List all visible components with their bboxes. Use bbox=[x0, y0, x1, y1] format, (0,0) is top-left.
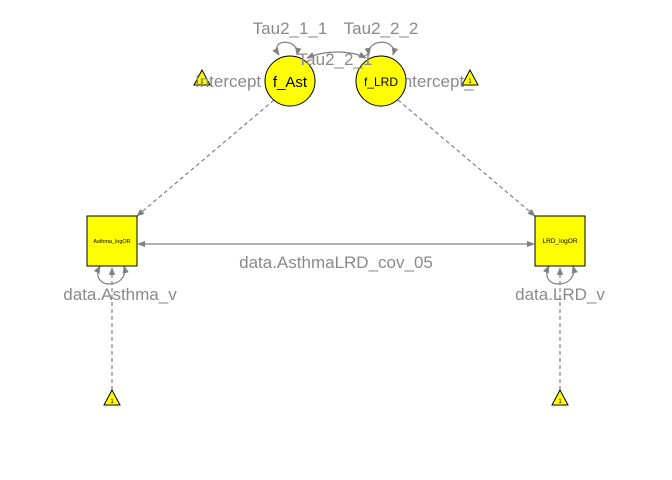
latent-covariance-edge bbox=[306, 51, 367, 59]
variance-label-lrd: data.LRD_v bbox=[515, 285, 605, 304]
intercept-triangle-left: 1 bbox=[193, 68, 211, 86]
variance-label-asthma: data.Asthma_v bbox=[63, 285, 177, 304]
variance-loop-f-ast bbox=[272, 41, 302, 56]
svg-text:LRD_logOR: LRD_logOR bbox=[542, 238, 577, 245]
svg-text:1: 1 bbox=[468, 79, 472, 85]
variance-label-f-ast: Tau2_1_1 bbox=[253, 19, 328, 38]
svg-text:f_LRD: f_LRD bbox=[364, 75, 398, 89]
svg-text:1: 1 bbox=[110, 399, 114, 405]
variance-loop-lrd bbox=[542, 265, 578, 285]
svg-text:1: 1 bbox=[200, 79, 204, 85]
variance-loop-asthma bbox=[93, 265, 129, 285]
observed-covariance-label-bg bbox=[232, 252, 442, 272]
variance-label-f-lrd: Tau2_2_2 bbox=[344, 19, 419, 38]
latent-node-f-lrd: f_LRD bbox=[355, 55, 407, 107]
intercept-triangle-bottom-left: 1 bbox=[103, 388, 121, 406]
svg-text:1: 1 bbox=[558, 399, 562, 405]
latent-node-f-ast: f_Ast bbox=[264, 55, 316, 107]
observed-covariance-label: data.AsthmaLRD_cov_05 bbox=[239, 253, 433, 272]
intercept-label-left: Intercept bbox=[195, 72, 261, 91]
latent-covariance-label: Tau2_2_1 bbox=[298, 50, 373, 69]
observed-node-asthma: Asthma_logOR bbox=[86, 215, 138, 267]
loading-f-ast-asthma bbox=[136, 99, 275, 217]
intercept-triangle-right: 1 bbox=[461, 68, 479, 86]
svg-text:Asthma_logOR: Asthma_logOR bbox=[93, 239, 130, 245]
svg-text:f_Ast: f_Ast bbox=[273, 74, 308, 91]
intercept-label-right: Intercept_ bbox=[398, 72, 474, 91]
observed-node-lrd: LRD_logOR bbox=[534, 215, 586, 267]
loading-f-lrd-lrd bbox=[397, 99, 536, 217]
intercept-triangle-bottom-right: 1 bbox=[551, 388, 569, 406]
variance-loop-f-lrd bbox=[364, 41, 399, 56]
